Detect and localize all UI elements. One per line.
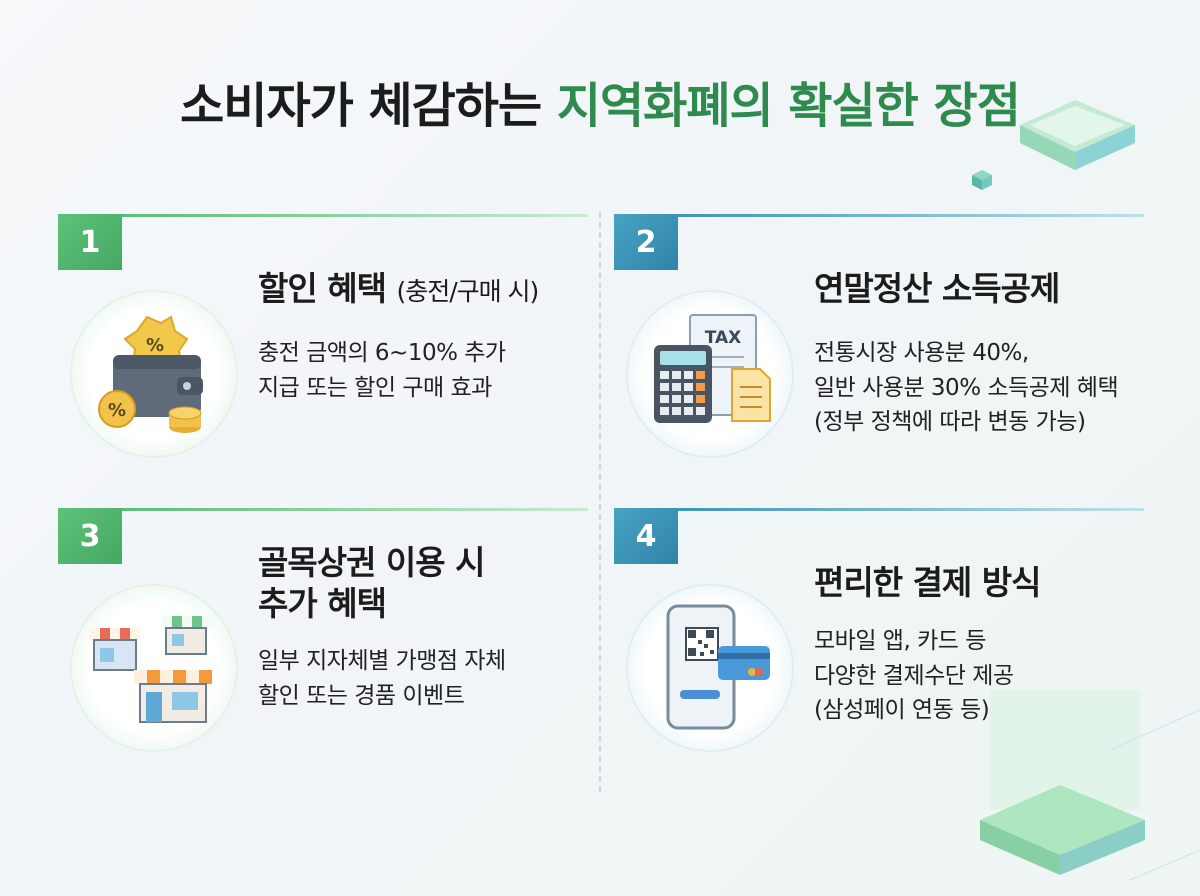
icon-circle: [72, 586, 236, 750]
description-line: 할인 또는 경품 이벤트: [258, 682, 465, 709]
mobile-qr-card-icon: [666, 604, 770, 730]
heading-subtext: (충전/구매 시): [396, 277, 539, 306]
svg-text:%: %: [108, 400, 126, 421]
title-part-1: 소비자가 체감하는: [180, 78, 542, 134]
page-title: 소비자가 체감하는 지역화폐의 확실한 장점: [0, 66, 1200, 136]
heading-text: 편리한 결제 방식: [814, 563, 1041, 602]
description-line: 모바일 앱, 카드 등: [814, 628, 986, 654]
description-line: (정부 정책에 따라 변동 가능): [814, 409, 1086, 435]
heading-text-line-2: 추가 혜택: [258, 584, 387, 624]
svg-text:%: %: [146, 335, 164, 356]
benefit-description: 전통시장 사용분 40%, 일반 사용분 30% 소득공제 혜택 (정부 정책에…: [814, 336, 1119, 440]
icon-circle: TAX: [628, 292, 792, 456]
icon-circle: % %: [72, 292, 236, 456]
benefit-card-discount: 1 % % 할인 혜택 (충전/구매 시) 충전 금액의 6~10% 추가 지급…: [58, 214, 598, 484]
heading-text: 연말정산 소득공제: [814, 269, 1060, 308]
benefit-card-local-shops: 3 골목상권 이용 시 추가 혜택 일부 지자체별 가맹점 자체 할인 또는 경…: [58, 508, 598, 778]
card-top-line: [122, 214, 588, 217]
storefronts-icon: [90, 616, 212, 723]
heading-text: 할인 혜택: [258, 269, 387, 308]
benefit-heading: 연말정산 소득공제: [814, 268, 1060, 309]
description-line: 충전 금액의 6~10% 추가: [258, 340, 506, 366]
card-top-line: [678, 214, 1144, 217]
number-badge: 3: [58, 508, 122, 564]
description-line: 일부 지자체별 가맹점 자체: [258, 648, 506, 674]
divider-vertical: [599, 212, 601, 792]
title-part-2-highlight: 지역화폐의 확실한 장점: [556, 78, 1021, 134]
decor-cube-bottom-right: [980, 690, 1200, 881]
number-badge: 4: [614, 508, 678, 564]
wallet-percent-icon: % %: [98, 315, 203, 433]
description-line: (삼성페이 연동 등): [814, 697, 990, 723]
card-top-line: [678, 508, 1144, 511]
tax-label: TAX: [705, 328, 742, 348]
icon-circle: [628, 586, 792, 750]
benefit-card-payment: 4 편리한 결제 방식 모바일 앱, 카드 등 다양한 결제수단 제공 (삼성페…: [614, 508, 1154, 778]
decor-cube-top-right: [972, 100, 1135, 190]
benefit-description: 충전 금액의 6~10% 추가 지급 또는 할인 구매 효과: [258, 336, 506, 405]
description-line: 전통시장 사용분 40%,: [814, 340, 1029, 366]
description-line: 지급 또는 할인 구매 효과: [258, 374, 492, 401]
benefit-heading: 할인 혜택 (충전/구매 시): [258, 268, 539, 309]
card-top-line: [122, 508, 588, 511]
number-badge: 2: [614, 214, 678, 270]
benefit-heading: 편리한 결제 방식: [814, 562, 1041, 603]
benefit-heading: 골목상권 이용 시 추가 혜택: [258, 542, 485, 625]
tax-calculator-icon: TAX: [654, 314, 771, 423]
description-line: 다양한 결제수단 제공: [814, 662, 1014, 689]
benefit-description: 모바일 앱, 카드 등 다양한 결제수단 제공 (삼성페이 연동 등): [814, 624, 1014, 728]
benefit-card-tax-deduction: 2 TAX 연말정산 소득공제 전통시장 사용분 40%, 일반 사용분 30%…: [614, 214, 1154, 484]
benefit-description: 일부 지자체별 가맹점 자체 할인 또는 경품 이벤트: [258, 644, 506, 713]
number-badge: 1: [58, 214, 122, 270]
heading-text-line-1: 골목상권 이용 시: [258, 543, 485, 582]
description-line: 일반 사용분 30% 소득공제 혜택: [814, 374, 1119, 401]
